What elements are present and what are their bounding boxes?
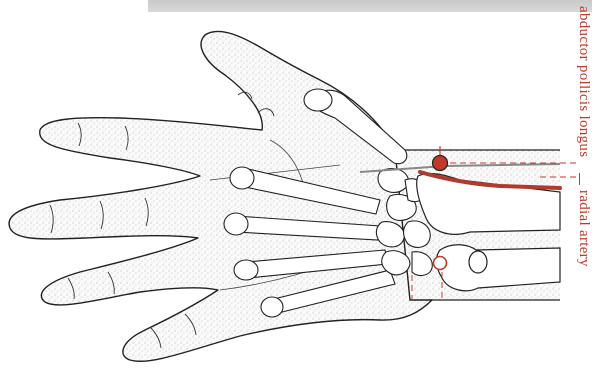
hollow-point [434,257,447,270]
ulna [436,245,560,291]
tendon-label: abductor pollicis longus [575,6,592,157]
label-separator [579,173,580,185]
filled-point [433,156,448,171]
artery-label: radial artery [575,190,592,267]
hand-outline [9,31,432,361]
